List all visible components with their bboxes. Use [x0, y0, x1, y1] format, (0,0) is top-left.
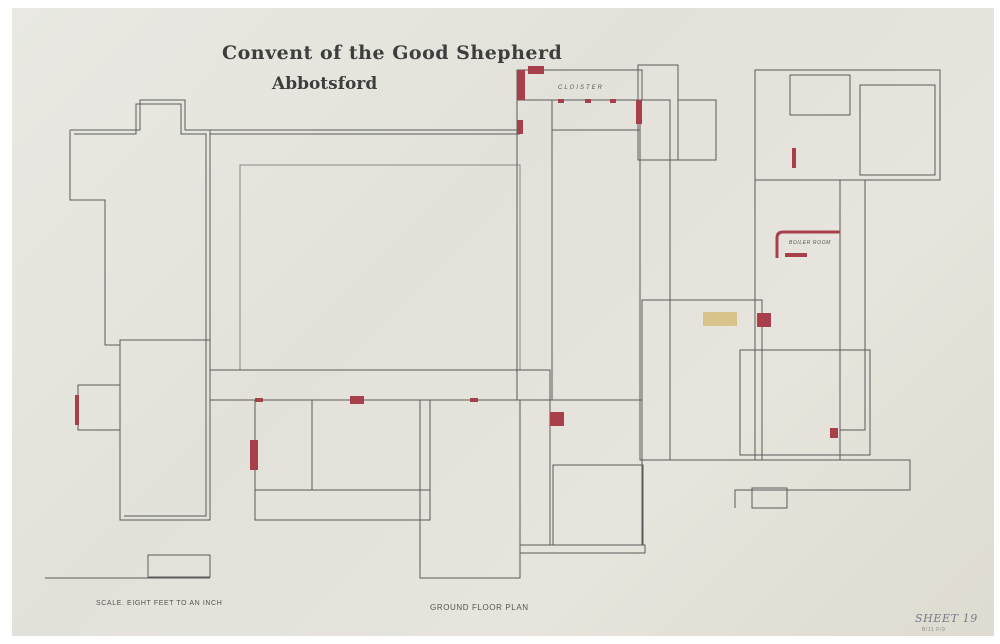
west-wing: [69, 99, 521, 521]
south-range: [45, 369, 551, 579]
yellow-wash-area: [703, 312, 737, 326]
plan-label: Ground Floor Plan: [430, 603, 529, 612]
sheet-sub-number: B/11 F/9: [922, 627, 946, 633]
room-label-boiler-room: Boiler Room: [789, 240, 831, 246]
paper: [12, 8, 994, 636]
scale-label: Scale. Eight feet to an inch: [96, 600, 223, 607]
drawing-subtitle: Abbotsford: [272, 74, 378, 94]
sheet-number: Sheet 19: [915, 612, 978, 625]
red-wash-walls: [75, 66, 840, 470]
room-label-cloister: Cloister: [558, 85, 605, 91]
east-wing: [640, 69, 941, 509]
drawing-title: Convent of the Good Shepherd: [222, 42, 563, 64]
central-block: [516, 64, 717, 554]
